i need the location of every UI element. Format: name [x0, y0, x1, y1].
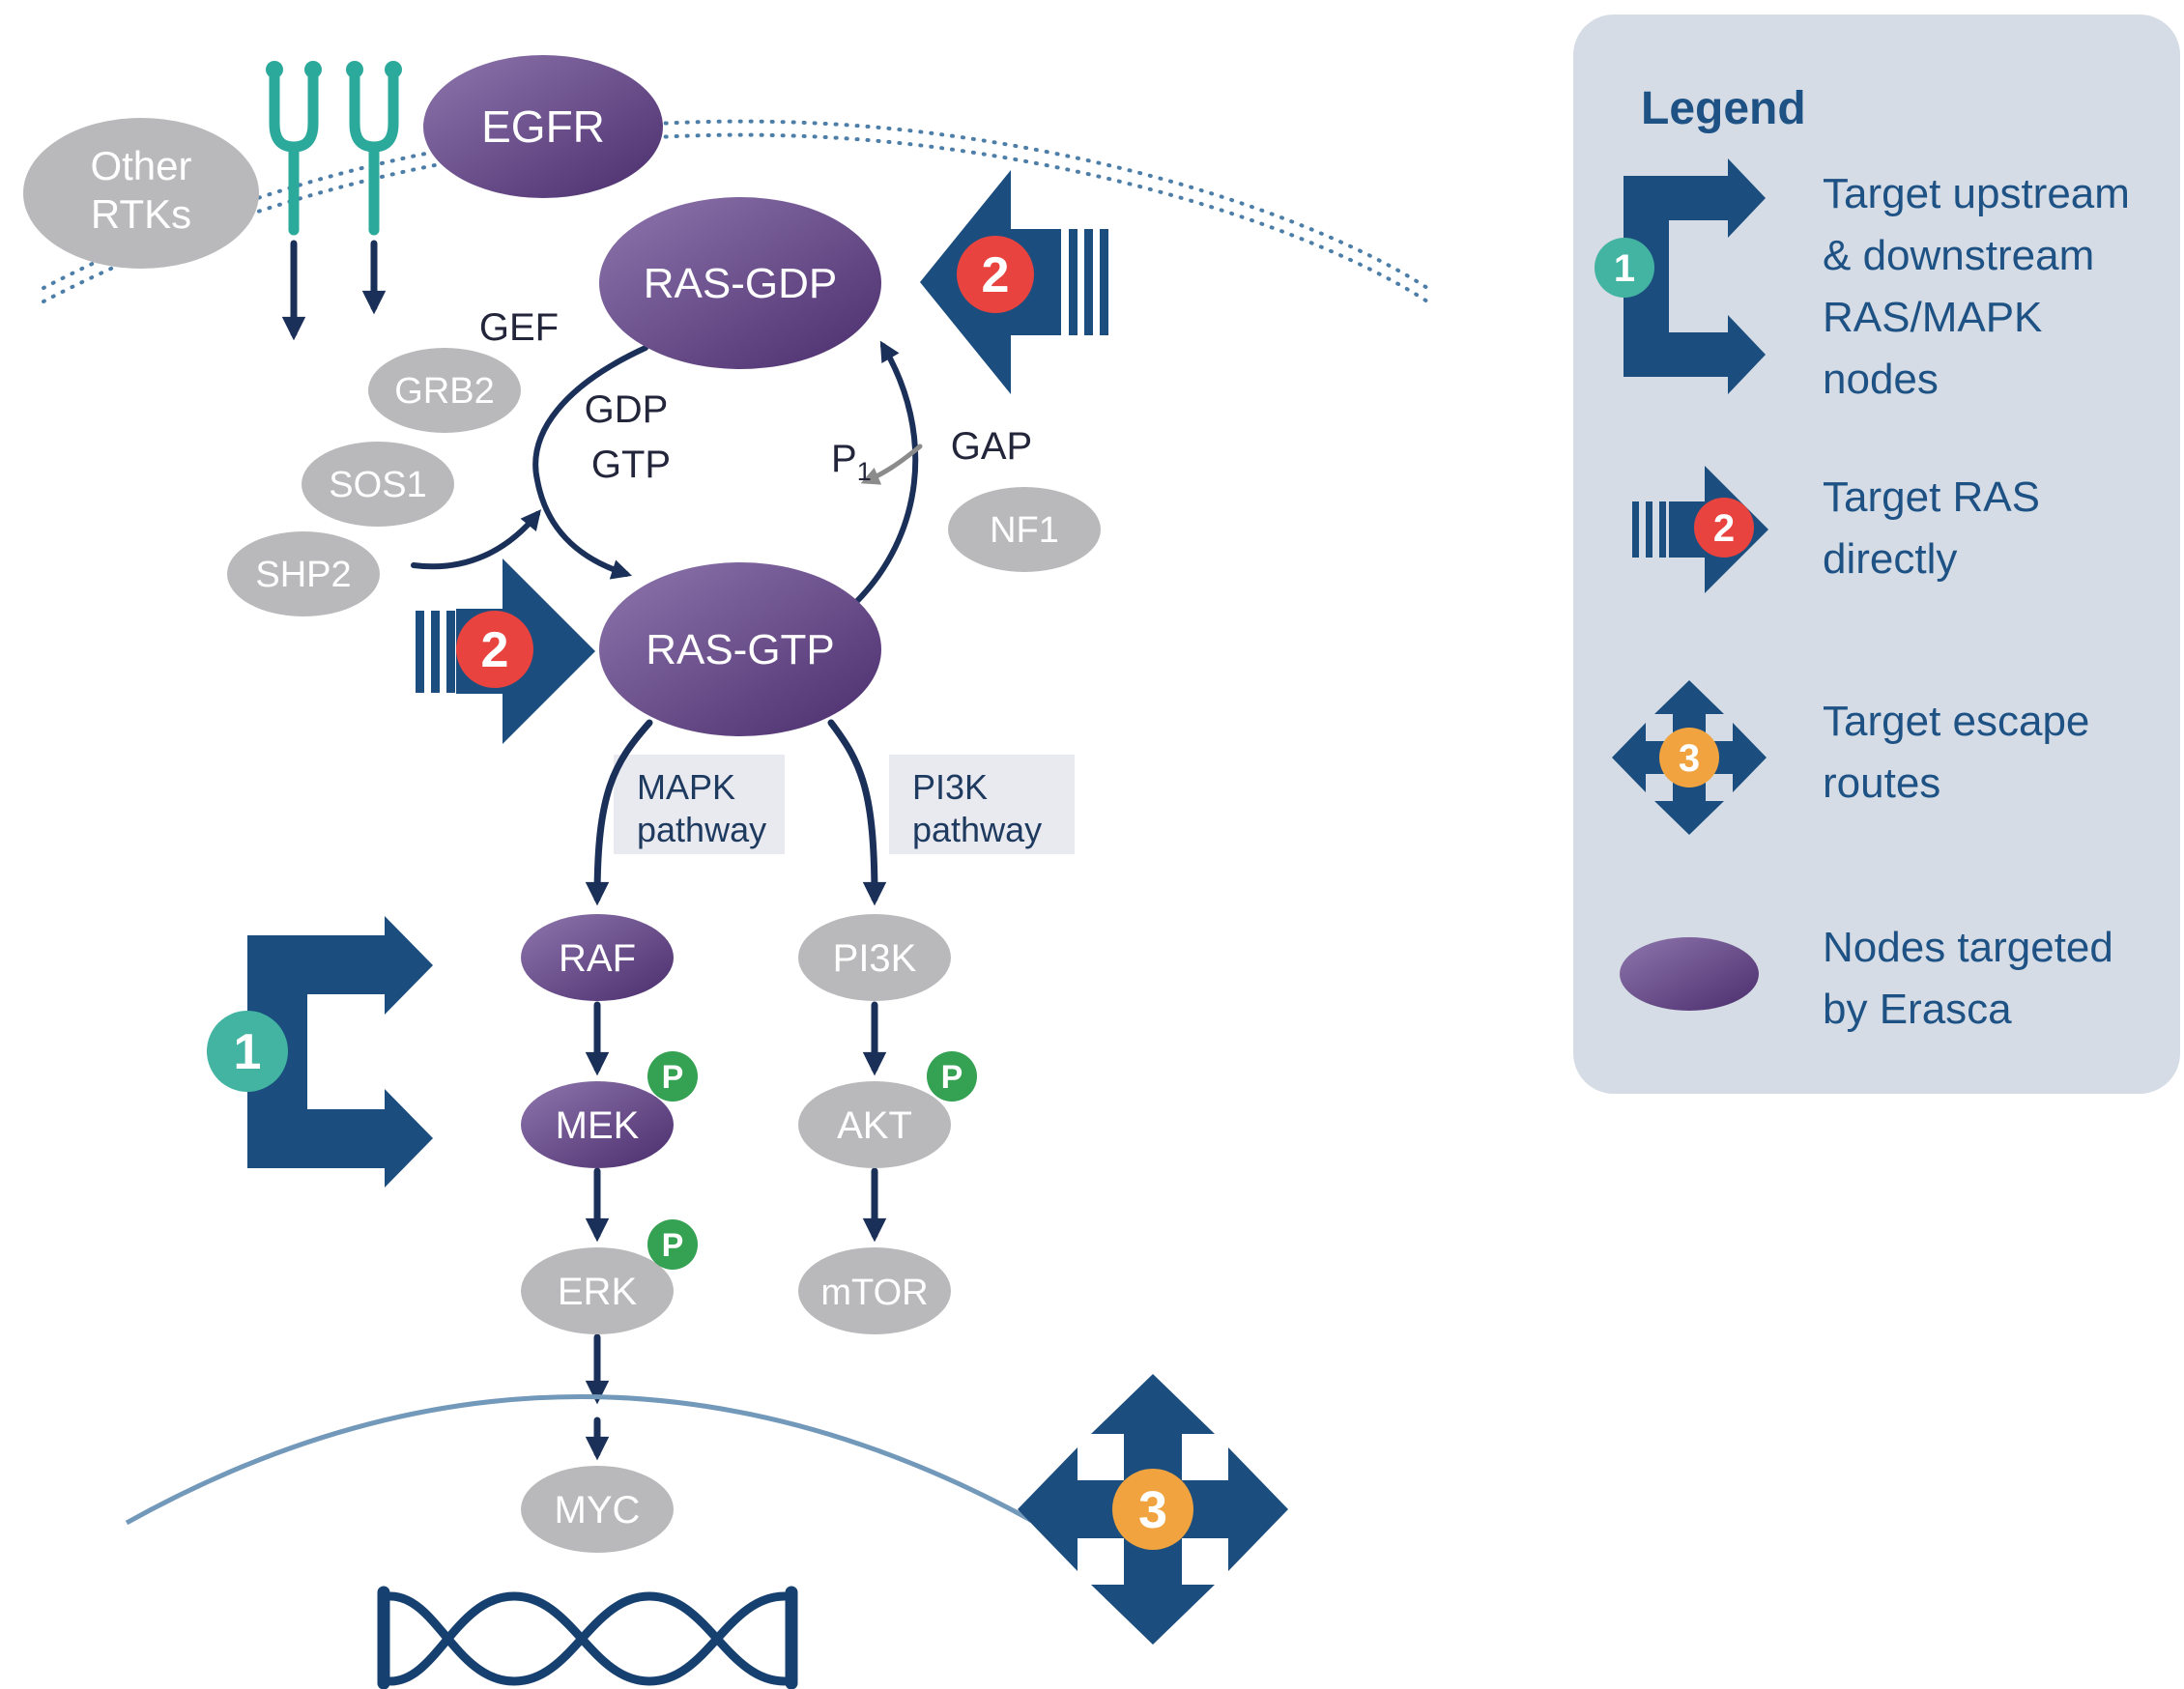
node-grb2: GRB2	[368, 348, 521, 433]
node-egfr: EGFR	[423, 55, 663, 198]
mapk-pathway-label-line2: pathway	[637, 810, 766, 849]
mapk-pathway-label: MAPK pathway	[614, 755, 785, 854]
legend-item1-line3: RAS/MAPK	[1823, 294, 2042, 341]
gap-label: GAP	[951, 425, 1032, 468]
legend-item1-line4: nodes	[1823, 356, 1939, 403]
sos1-activation-arrow	[411, 509, 541, 570]
phospho-badge-erk-label: P	[662, 1227, 684, 1264]
legend-badge-2-label: 2	[1713, 507, 1735, 550]
legend-item2-line2: directly	[1823, 535, 1957, 583]
badge-2-rasgdp	[957, 236, 1034, 313]
phospho-badge-mek-label: P	[662, 1059, 684, 1096]
phospho-badge-erk: P	[647, 1219, 698, 1270]
legend-node-ellipse-icon	[1620, 937, 1759, 1011]
gef-label: GEF	[479, 306, 559, 349]
node-erk: ERK	[521, 1247, 674, 1334]
legend-badge-1-label: 1	[1614, 247, 1635, 290]
badge-2-rasgtp	[456, 611, 533, 688]
badge-3-label: 3	[1138, 1481, 1167, 1539]
akt-label: AKT	[837, 1104, 912, 1147]
mapk-pathway-label-line1: MAPK	[637, 767, 735, 807]
pi3k-pathway-label-line1: PI3K	[912, 767, 988, 807]
gtp-label: GTP	[591, 444, 671, 486]
badge-1-label: 1	[234, 1024, 262, 1080]
legend-item2-line1: Target RAS	[1823, 473, 2040, 521]
gdp-label: GDP	[585, 388, 669, 431]
legend-badge-3	[1659, 728, 1719, 787]
legend-item4-line1: Nodes targeted	[1823, 924, 2113, 971]
pi-label-sub: 1	[857, 457, 872, 486]
rtk-receptor-icon-1	[266, 61, 322, 236]
legend-item3-line1: Target escape	[1823, 698, 2089, 745]
arrow-rasgtp-raf	[585, 719, 653, 906]
legend-bracket-icon: 1	[1595, 158, 1766, 394]
raf-label: RAF	[559, 937, 636, 980]
pi-label: P1	[831, 438, 872, 486]
badge-2-rasgtp-label: 2	[481, 622, 509, 678]
myc-label: MYC	[555, 1489, 641, 1532]
badge-2-rasgdp-label: 2	[982, 247, 1010, 303]
node-nf1: NF1	[948, 487, 1101, 572]
other-rtks-label-line2: RTKs	[91, 191, 191, 237]
node-myc: MYC	[521, 1466, 674, 1553]
other-rtks-label-line1: Other	[90, 143, 191, 188]
target-updown-bracket: 1	[207, 916, 433, 1188]
phospho-badge-akt-label: P	[941, 1059, 963, 1096]
node-ras-gdp: RAS-GDP	[599, 197, 881, 369]
egfr-label: EGFR	[481, 101, 605, 152]
target-ras-arrow-left: 2	[920, 170, 1108, 394]
legend-item4-line2: by Erasca	[1823, 986, 2012, 1033]
legend-title: Legend	[1641, 83, 1806, 134]
node-other-rtks: Other RTKs	[23, 118, 259, 269]
pi-release-arrow	[860, 444, 923, 485]
target-ras-arrow-right: 2	[416, 558, 595, 744]
dna-helix-icon	[377, 1586, 798, 1689]
ras-gdp-label: RAS-GDP	[644, 260, 837, 307]
node-pi3k: PI3K	[798, 914, 951, 1001]
legend-ras-arrow-icon: 2	[1632, 466, 1768, 593]
mtor-label: mTOR	[820, 1273, 928, 1313]
badge-3	[1112, 1469, 1193, 1550]
nf1-label: NF1	[990, 510, 1059, 551]
sos1-label: SOS1	[329, 465, 426, 505]
node-raf: RAF	[521, 914, 674, 1001]
legend-item1-line2: & downstream	[1823, 232, 2094, 279]
gap-cycle-arrow	[851, 340, 919, 607]
cell-membrane-inner-line	[42, 132, 1432, 305]
shp2-label: SHP2	[255, 555, 351, 595]
phospho-badge-mek: P	[647, 1051, 698, 1102]
grb2-label: GRB2	[394, 371, 494, 412]
legend-badge-1	[1595, 238, 1654, 298]
legend-item1-line1: Target upstream	[1823, 170, 2130, 217]
legend-badge-2	[1694, 498, 1754, 558]
erk-label: ERK	[558, 1271, 638, 1313]
escape-routes-cross: 3	[1018, 1374, 1288, 1645]
cell-membrane-outer-line	[42, 119, 1432, 292]
ras-gtp-label: RAS-GTP	[646, 626, 835, 673]
pi3k-pathway-label-line2: pathway	[912, 810, 1042, 849]
legend-badge-3-label: 3	[1679, 737, 1700, 780]
gef-cycle-arrow	[532, 345, 648, 580]
rtk-receptor-icon-2	[346, 61, 402, 236]
nuclear-membrane-line	[125, 1394, 1038, 1526]
node-akt: AKT	[798, 1081, 951, 1168]
badge-1	[207, 1011, 288, 1092]
legend-item3-line2: routes	[1823, 759, 1940, 807]
legend-panel: Legend 1 Target upstream & downstream RA…	[1573, 14, 2180, 1094]
mek-label: MEK	[556, 1104, 640, 1147]
node-mek: MEK	[521, 1081, 674, 1168]
arrow-rasgtp-pi3k	[827, 719, 887, 906]
node-shp2: SHP2	[227, 531, 380, 616]
pi3k-label: PI3K	[833, 937, 917, 980]
phospho-badge-akt: P	[927, 1051, 977, 1102]
node-mtor: mTOR	[798, 1247, 951, 1334]
node-sos1: SOS1	[302, 442, 454, 527]
pi-label-base: P	[831, 438, 857, 480]
legend-cross-icon: 3	[1612, 680, 1767, 835]
pi3k-pathway-label: PI3K pathway	[889, 755, 1075, 854]
node-ras-gtp: RAS-GTP	[599, 562, 881, 736]
